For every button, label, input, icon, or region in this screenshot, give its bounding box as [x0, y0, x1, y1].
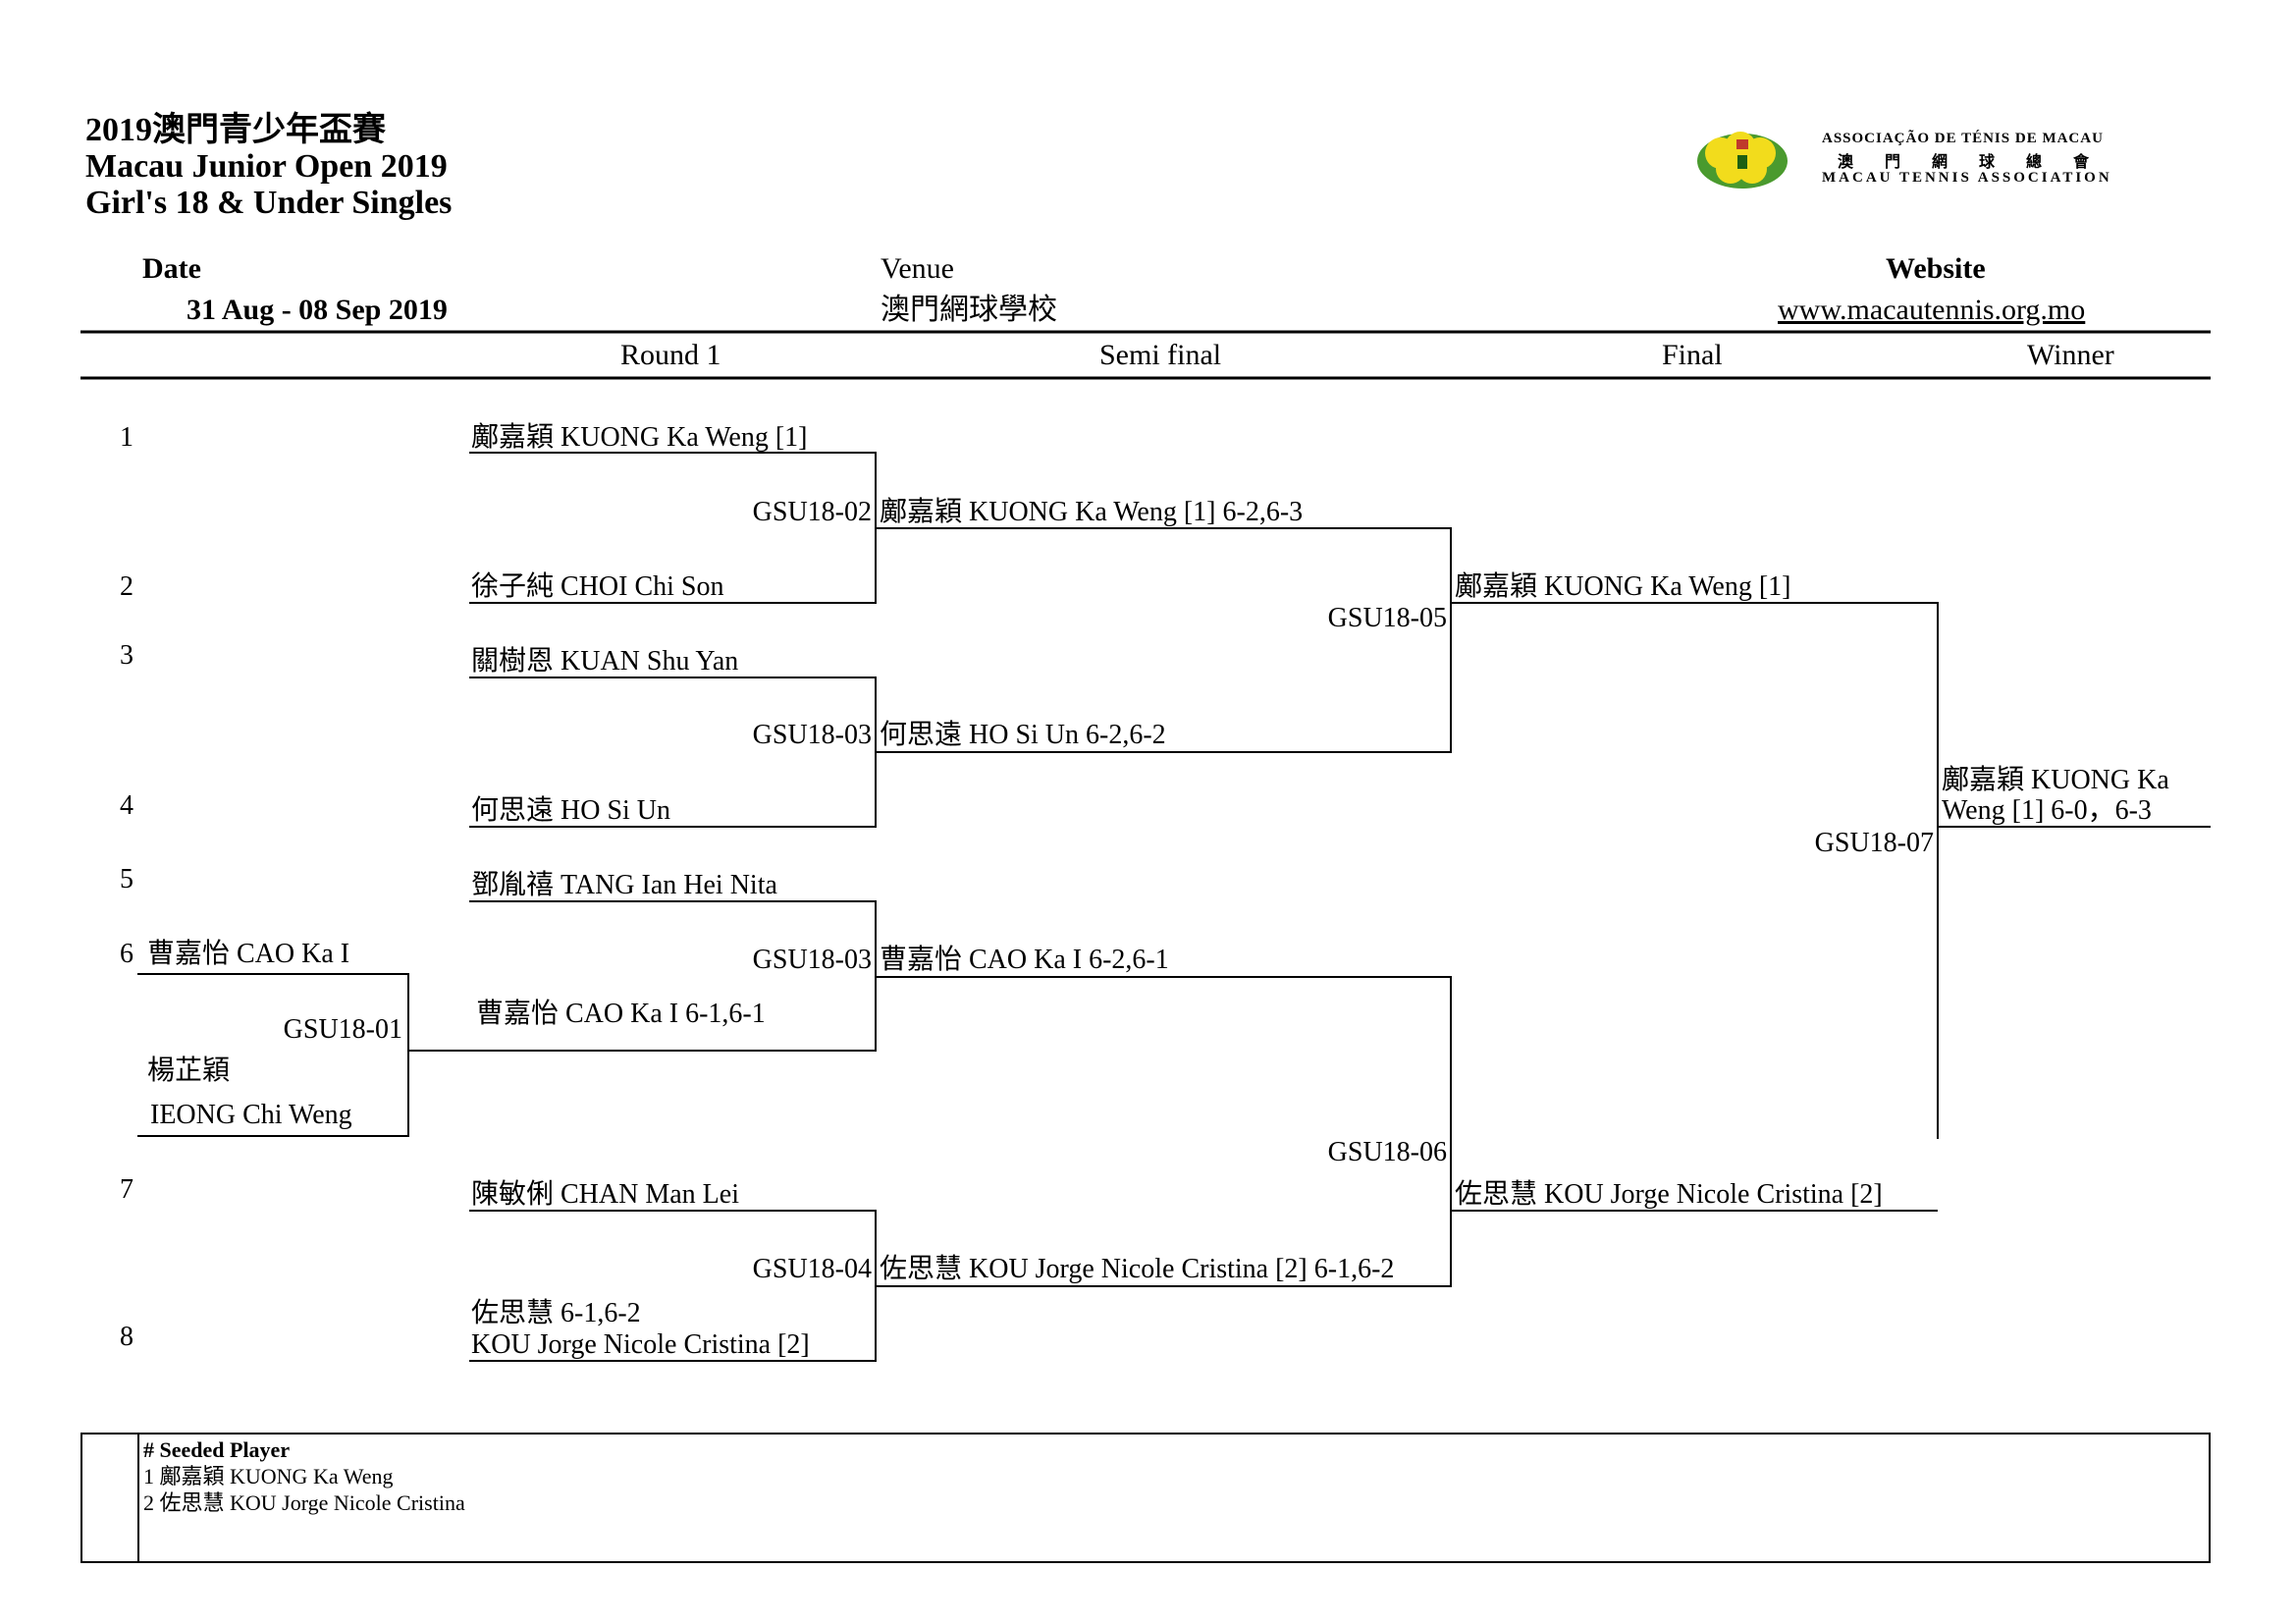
- match-code-gsu18-04: GSU18-04: [752, 1254, 872, 1284]
- logo-text-chinese: 澳 門 網 球 總 會: [1838, 154, 2104, 171]
- semifinal-player-2: 何思遠 HO Si Un 6-2,6-2: [880, 720, 1166, 750]
- event-name: Girl's 18 & Under Singles: [85, 185, 453, 221]
- website-label: Website: [1886, 252, 1986, 285]
- association-logo: [1693, 126, 1791, 190]
- logo-text-english: MACAU TENNIS ASSOCIATION: [1822, 170, 2112, 186]
- seed-number-6: 6: [120, 939, 133, 969]
- match-code-gsu18-03-a: GSU18-03: [752, 720, 872, 750]
- round1-player-4: 何思遠 HO Si Un: [471, 795, 671, 826]
- notes-divider: [137, 1435, 139, 1561]
- qualifier-player-b-chinese: 楊芷穎: [147, 1056, 231, 1086]
- match-code-gsu18-06: GSU18-06: [1327, 1137, 1447, 1167]
- match-code-gsu18-03-b: GSU18-03: [752, 945, 872, 975]
- date-value: 31 Aug - 08 Sep 2019: [187, 294, 448, 326]
- venue-label: Venue: [881, 252, 954, 285]
- seed-number-7: 7: [120, 1174, 133, 1205]
- seeded-heading: # Seeded Player: [143, 1437, 291, 1462]
- seeded-players-list: # Seeded Player 1 鄺嘉穎 KUONG Ka Weng 2 佐思…: [143, 1436, 465, 1516]
- round1-player-6: 曹嘉怡 CAO Ka I 6-1,6-1: [476, 999, 766, 1029]
- round1-player-8-line2: KOU Jorge Nicole Cristina [2]: [471, 1329, 810, 1360]
- seeded-player-2: 2 佐思慧 KOU Jorge Nicole Cristina: [143, 1490, 465, 1515]
- match-code-gsu18-05: GSU18-05: [1327, 603, 1447, 633]
- match-code-gsu18-02: GSU18-02: [752, 497, 872, 527]
- seed-number-1: 1: [120, 422, 133, 453]
- semifinal-player-3: 曹嘉怡 CAO Ka I 6-2,6-1: [880, 945, 1169, 975]
- winner-name-line2: Weng [1] 6-0，6-3: [1942, 795, 2152, 826]
- winner-header: Winner: [2027, 339, 2114, 371]
- logo-text-portuguese: ASSOCIAÇÃO DE TÉNIS DE MACAU: [1822, 131, 2104, 146]
- round1-player-3: 關樹恩 KUAN Shu Yan: [471, 646, 739, 677]
- seed-number-5: 5: [120, 864, 133, 894]
- round1-header: Round 1: [620, 339, 721, 371]
- seed-number-3: 3: [120, 640, 133, 671]
- seed-number-8: 8: [120, 1322, 133, 1352]
- seed-number-4: 4: [120, 790, 133, 821]
- date-label: Date: [142, 252, 201, 285]
- semifinal-player-1: 鄺嘉穎 KUONG Ka Weng [1] 6-2,6-3: [880, 497, 1304, 527]
- semifinal-header: Semi final: [1099, 339, 1222, 371]
- seeded-players-box: # Seeded Player 1 鄺嘉穎 KUONG Ka Weng 2 佐思…: [80, 1433, 2211, 1563]
- website-link[interactable]: www.macautennis.org.mo: [1778, 294, 2086, 326]
- match-code-gsu18-01: GSU18-01: [283, 1014, 402, 1045]
- venue-value: 澳門網球學校: [881, 294, 1057, 326]
- winner-name-line1: 鄺嘉穎 KUONG Ka: [1942, 765, 2169, 795]
- final-player-2: 佐思慧 KOU Jorge Nicole Cristina [2]: [1455, 1179, 1883, 1210]
- semifinal-player-4: 佐思慧 KOU Jorge Nicole Cristina [2] 6-1,6-…: [880, 1254, 1395, 1284]
- round1-player-1: 鄺嘉穎 KUONG Ka Weng [1]: [471, 422, 808, 453]
- round1-player-7: 陳敏俐 CHAN Man Lei: [471, 1179, 739, 1210]
- seed-number-2: 2: [120, 571, 133, 602]
- final-header: Final: [1662, 339, 1723, 371]
- match-code-gsu18-07: GSU18-07: [1814, 828, 1934, 858]
- qualifier-player-a: 曹嘉怡 CAO Ka I: [147, 939, 350, 969]
- final-player-1: 鄺嘉穎 KUONG Ka Weng [1]: [1455, 571, 1791, 602]
- title-english: Macau Junior Open 2019: [85, 148, 448, 185]
- round1-player-5: 鄧胤禧 TANG Ian Hei Nita: [471, 870, 777, 900]
- qualifier-player-b-english: IEONG Chi Weng: [150, 1100, 352, 1130]
- title-chinese: 2019澳門青少年盃賽: [85, 112, 386, 148]
- round1-player-2: 徐子純 CHOI Chi Son: [471, 571, 724, 602]
- seeded-player-1: 1 鄺嘉穎 KUONG Ka Weng: [143, 1464, 394, 1489]
- round1-player-8-line1: 佐思慧 6-1,6-2: [471, 1298, 641, 1328]
